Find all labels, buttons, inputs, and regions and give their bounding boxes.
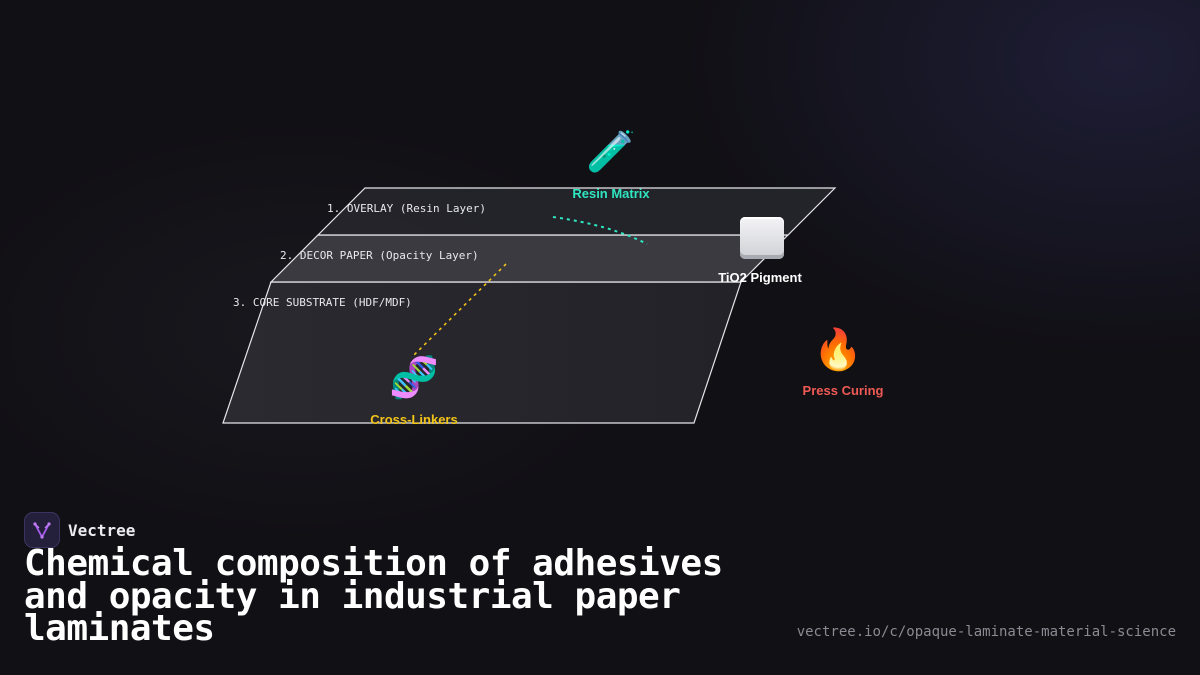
overlay-layer bbox=[316, 187, 837, 236]
decor-paper-layer-label: 2. DECOR PAPER (Opacity Layer) bbox=[280, 249, 479, 262]
page-title: Chemical composition of adhesives and op… bbox=[24, 543, 723, 649]
test-tube-icon: 🧪 bbox=[586, 129, 636, 175]
brand-name: Vectree bbox=[68, 520, 136, 540]
fire-icon: 🔥 bbox=[813, 327, 863, 373]
brand: Vectree bbox=[24, 512, 135, 548]
core-substrate-layer-label: 3. CORE SUBSTRATE (HDF/MDF) bbox=[233, 296, 412, 309]
dna-icon: 🧬 bbox=[389, 355, 439, 401]
source-url[interactable]: vectree.io/c/opaque-laminate-material-sc… bbox=[796, 624, 1176, 640]
press-curing-label: Press Curing bbox=[802, 383, 884, 398]
cross-linker-connector bbox=[411, 263, 507, 358]
overlay-layer-label: 1. OVERLAY (Resin Layer) bbox=[327, 202, 486, 215]
cross-linkers-label: Cross-Linkers bbox=[370, 412, 458, 427]
tio2-pigment-label: TiO2 Pigment bbox=[718, 270, 802, 285]
white-square-icon bbox=[740, 217, 784, 259]
resin-matrix-label: Resin Matrix bbox=[572, 186, 650, 201]
vectree-logo-icon bbox=[24, 512, 60, 548]
